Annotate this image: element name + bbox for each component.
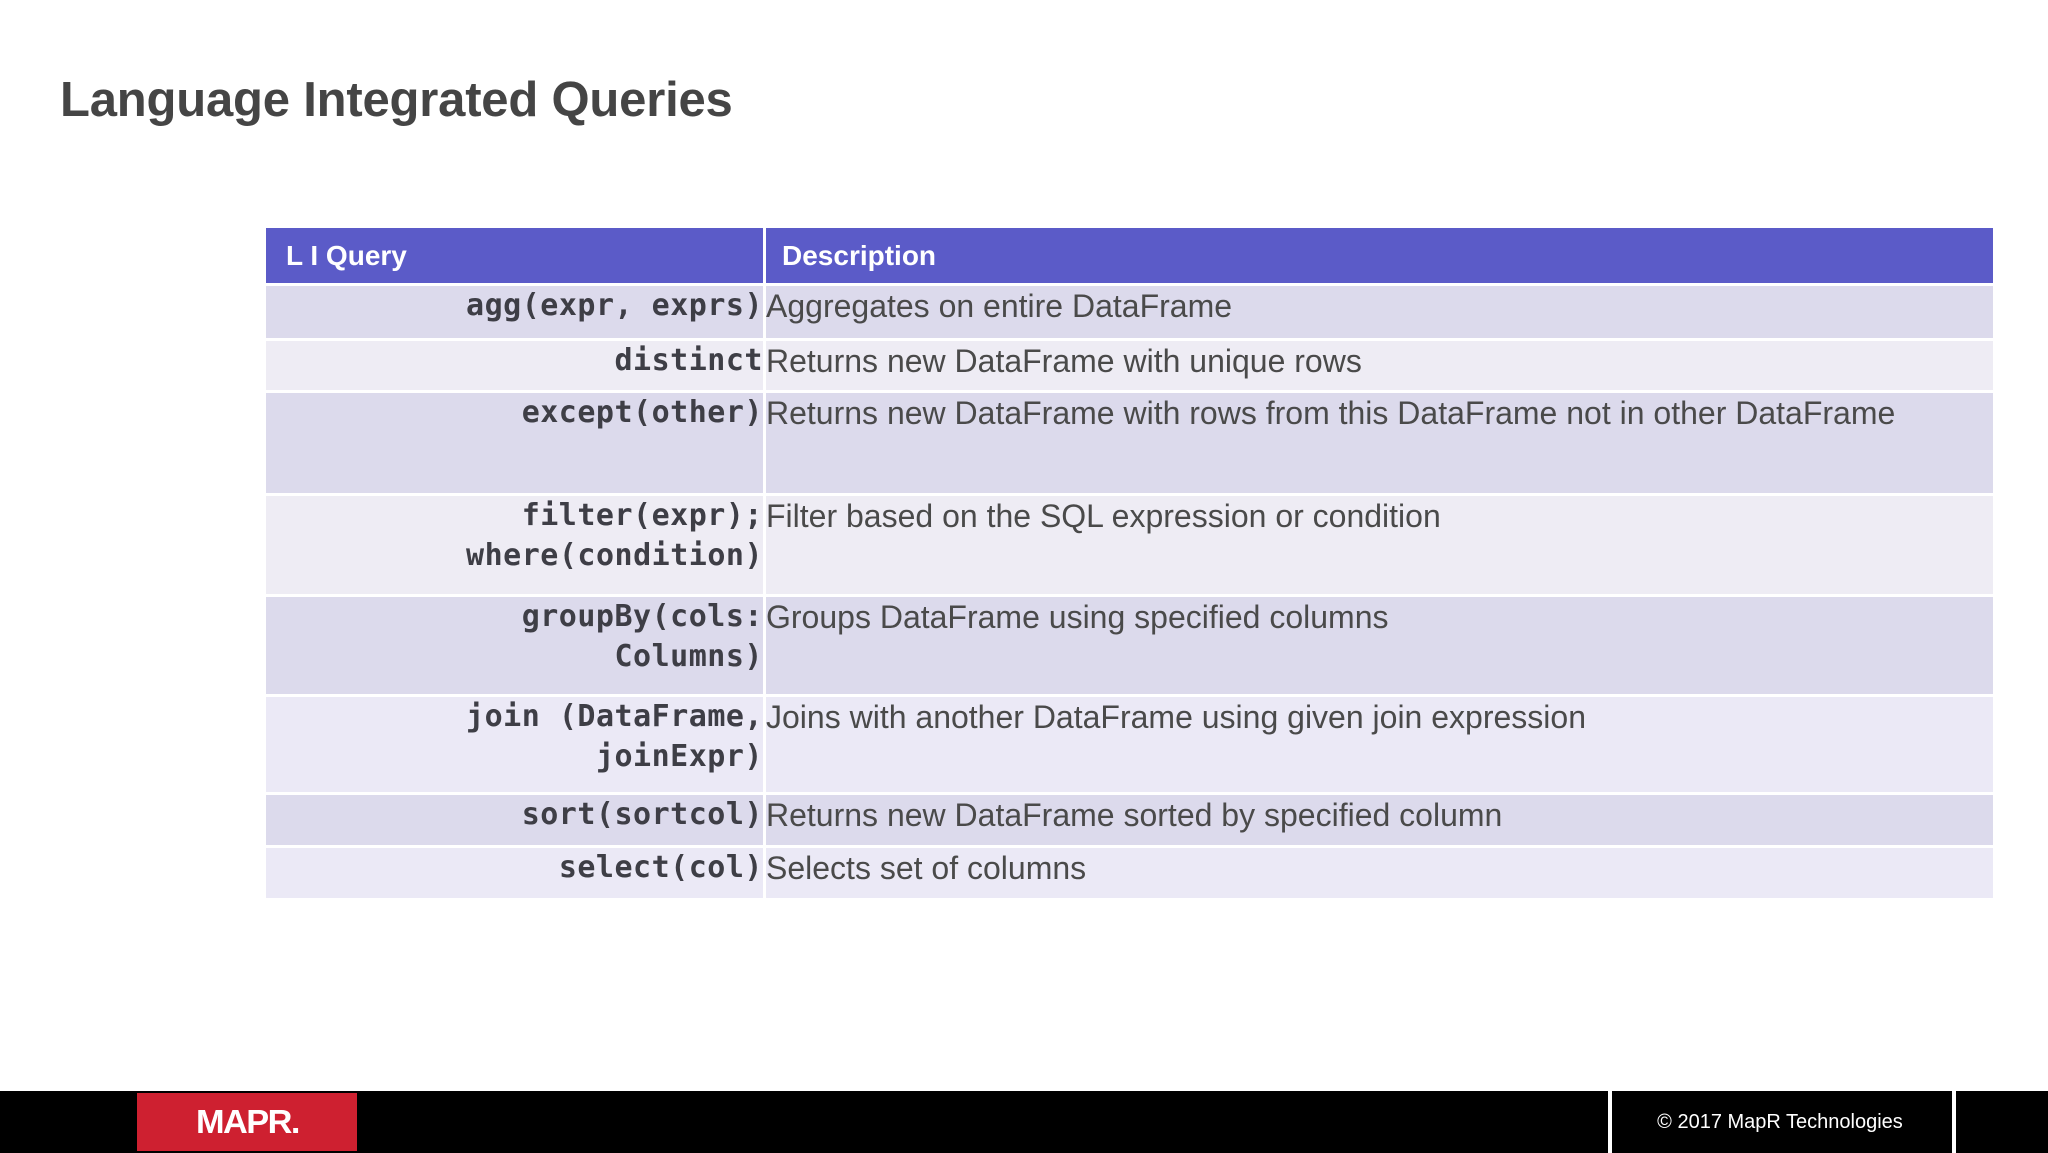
page-title: Language Integrated Queries (60, 73, 733, 127)
table-row: agg(expr, exprs) Aggregates on entire Da… (266, 286, 1993, 341)
cell-query: distinct (266, 341, 766, 393)
language-integrated-queries-table: L I Query Description agg(expr, exprs) A… (266, 228, 1993, 901)
cell-description: Selects set of columns (766, 848, 1993, 901)
cell-query: join (DataFrame, joinExpr) (266, 697, 766, 795)
table-row: distinct Returns new DataFrame with uniq… (266, 341, 1993, 393)
cell-description: Groups DataFrame using specified columns (766, 597, 1993, 697)
table-header-row: L I Query Description (266, 228, 1993, 286)
cell-description: Returns new DataFrame with rows from thi… (766, 393, 1993, 496)
footer-divider-right (1952, 1091, 1956, 1153)
cell-query: except(other) (266, 393, 766, 496)
table-body: agg(expr, exprs) Aggregates on entire Da… (266, 286, 1993, 901)
cell-description: Returns new DataFrame sorted by specifie… (766, 795, 1993, 848)
footer-divider-left (1608, 1091, 1612, 1153)
cell-description: Aggregates on entire DataFrame (766, 286, 1993, 341)
cell-query: select(col) (266, 848, 766, 901)
cell-query: groupBy(cols: Columns) (266, 597, 766, 697)
cell-description: Joins with another DataFrame using given… (766, 697, 1993, 795)
cell-query: sort(sortcol) (266, 795, 766, 848)
column-header-query: L I Query (266, 228, 766, 286)
copyright-text: © 2017 MapR Technologies (1657, 1110, 1903, 1133)
table-row: sort(sortcol) Returns new DataFrame sort… (266, 795, 1993, 848)
slide-footer: MAPR. © 2017 MapR Technologies (0, 1091, 2048, 1153)
table-row: join (DataFrame, joinExpr) Joins with an… (266, 697, 1993, 795)
cell-description: Filter based on the SQL expression or co… (766, 496, 1993, 597)
mapr-logo-text: MAPR. (195, 1103, 300, 1140)
mapr-logo: MAPR. (137, 1093, 357, 1151)
cell-query: agg(expr, exprs) (266, 286, 766, 341)
table-row: select(col) Selects set of columns (266, 848, 1993, 901)
column-header-description: Description (766, 228, 1993, 286)
table-row: groupBy(cols: Columns) Groups DataFrame … (266, 597, 1993, 697)
cell-description: Returns new DataFrame with unique rows (766, 341, 1993, 393)
table-row: except(other) Returns new DataFrame with… (266, 393, 1993, 496)
table-header: L I Query Description (266, 228, 1993, 286)
table-row: filter(expr); where(condition) Filter ba… (266, 496, 1993, 597)
cell-query: filter(expr); where(condition) (266, 496, 766, 597)
